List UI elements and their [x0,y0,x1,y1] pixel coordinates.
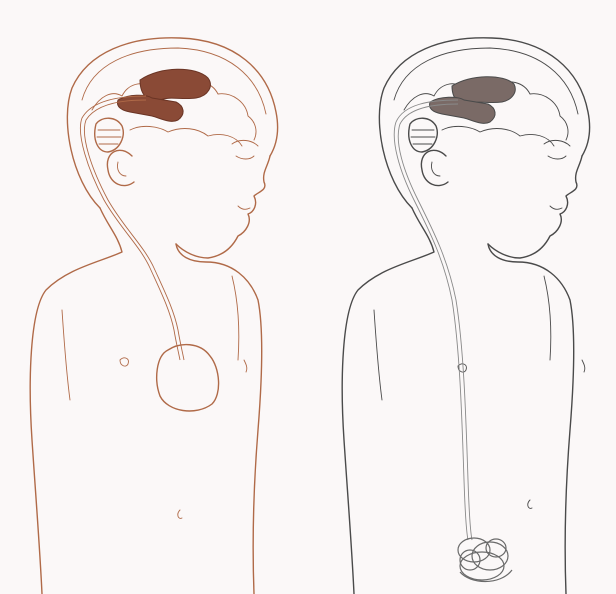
right-navel [528,500,532,508]
right-neck-front [488,244,574,594]
right-shoulder-line [544,276,551,360]
right-cerebellum [409,118,437,152]
left-navel [178,510,182,518]
right-mouth [550,206,562,209]
left-heart [157,345,219,411]
left-neck-front [176,244,262,594]
left-face-profile [176,156,270,258]
right-brain-gyri-lower [442,126,554,146]
left-mouth [238,206,250,209]
right-shunt-catheter-2 [398,104,472,540]
left-shunt-catheter-2 [84,100,184,360]
left-nipple-2 [244,360,247,372]
left-shoulder-line [232,276,239,360]
left-nipple [120,358,128,366]
right-body-outline [342,208,434,594]
left-cerebellum [95,118,123,152]
figure-right [342,38,589,594]
right-nipple-2 [582,360,585,372]
left-eye [236,156,254,159]
left-third-ventricle [118,95,184,121]
right-catheter-coil [458,538,512,582]
right-ear [421,150,448,185]
right-eye [548,156,566,159]
right-cerebellum-folia [411,130,435,144]
right-armpit [374,310,382,400]
left-brain-gyri-lower [130,126,242,146]
left-ear [107,150,134,185]
figure-left [30,38,277,594]
left-eyebrow [232,140,258,146]
right-face-profile [488,156,582,258]
left-armpit [62,310,70,400]
left-body-outline [30,208,122,594]
left-cerebellum-folia [97,130,121,144]
left-ear-inner [117,162,126,176]
right-ear-inner [431,162,440,176]
right-eyebrow [544,140,570,146]
left-lateral-ventricle [140,69,210,101]
